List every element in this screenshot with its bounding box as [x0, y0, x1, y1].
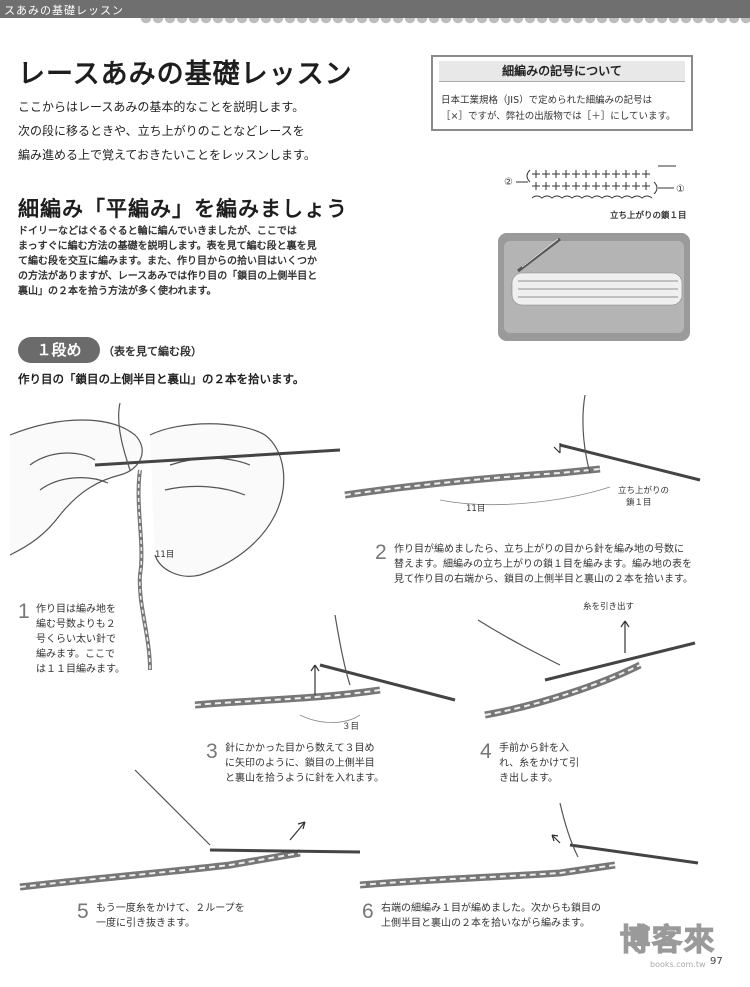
section-body: ドイリーなどはぐるぐると輪に編んでいきましたが、ここでは まっすぐに編む方法の基… [18, 224, 380, 299]
step-1-number: 1 [18, 600, 30, 623]
label-pull-yarn: 糸を引き出す [583, 601, 634, 612]
intro-line: 次の段に移るときや、立ち上がりのことなどレースを [18, 124, 305, 138]
step-line: 右端の細編み１目が編めました。次からも鎖目の [381, 903, 601, 914]
scallop-border [140, 18, 750, 26]
intro-text: ここからはレースあみの基本的なことを説明します。 次の段に移るときや、立ち上がり… [18, 95, 316, 167]
step-line: 作り目が編めましたら、立ち上がりの目から針を編み地の号数に [394, 544, 684, 555]
step-2-text: 作り目が編めましたら、立ち上がりの目から針を編み地の号数に 替えます。細編みの立… [394, 542, 693, 587]
note-heading: 細編みの記号について [439, 61, 685, 82]
running-header: スあみの基礎レッスン [0, 0, 750, 18]
step-line: れ、糸をかけて引 [499, 758, 580, 769]
step-4-number: 4 [480, 740, 492, 763]
step-6-text: 右端の細編み１目が編めました。次からも鎖目の 上側半目と裏山の２本を拾いながら編… [381, 901, 601, 931]
section-line: ドイリーなどはぐるぐると輪に編んでいきましたが、ここでは [18, 226, 297, 237]
step-1-text: 作り目は編み地を 編む号数よりも２ 号くらい太い針で 編みます。ここで は１１目… [36, 602, 125, 677]
running-header-title: スあみの基礎レッスン [4, 4, 124, 17]
step-5-number: 5 [77, 900, 89, 923]
step-3-number: 3 [206, 740, 218, 763]
stitch-symbol-chart: ② ① 立ち上がりの鎖１目 [504, 165, 687, 221]
step-line: に矢印のように、鎖目の上側半目 [225, 758, 375, 769]
step-line: 作り目は編み地を [36, 604, 116, 615]
intro-line: 編み進める上で覚えておきたいことをレッスンします。 [18, 148, 316, 162]
note-line: ［×］ですが、弊社の出版物では［＋］にしています。 [441, 111, 676, 122]
step-6-number: 6 [362, 900, 374, 923]
label-3-stitches: ３目 [342, 722, 359, 732]
step-line: は１１目編みます。 [36, 664, 125, 675]
step-5-text: もう一度糸をかけて、２ループを 一度に引き抜きます。 [96, 901, 245, 931]
label-11-stitches: 11目 [155, 550, 174, 560]
step-line: 編む号数よりも２ [36, 619, 116, 630]
label-rise-chain-1: 立ち上がりの [618, 485, 669, 496]
crochet-photo [498, 233, 690, 341]
step-4-text: 手前から針を入 れ、糸をかけて引 き出します。 [499, 741, 579, 786]
step-3-text: 針にかかった目から数えて３目め に矢印のように、鎖目の上側半目 と裏山を拾うよう… [225, 741, 384, 786]
section-heading: 細編み「平編み」を編みましょう [18, 197, 348, 221]
row-subtitle: （表を見て編む段） [103, 345, 202, 358]
step-line: 針にかかった目から数えて３目め [225, 743, 375, 754]
intro-line: ここからはレースあみの基本的なことを説明します。 [18, 100, 305, 114]
section-line: まっすぐに編む方法の基礎を説明します。表を見て編む段と裏を見 [18, 241, 317, 252]
page-title: レースあみの基礎レッスン [18, 59, 353, 90]
page-number: 97 [710, 956, 723, 967]
step-line: 手前から針を入 [499, 743, 569, 754]
row-badge: １段め [18, 337, 100, 363]
symbol-label-1: ① [676, 184, 685, 195]
step-2-number: 2 [375, 541, 387, 564]
step-line: 替えます。細編みの立ち上がりの鎖１目を編みます。編み地の表を [394, 559, 692, 570]
step-line: 一度に引き抜きます。 [96, 918, 195, 929]
label-11-stitches-2: 11目 [466, 504, 485, 514]
label-rise-chain-2: 鎖１目 [626, 497, 652, 508]
section-line: て編む段を交互に編みます。また、作り目からの拾い目はいくつか [18, 256, 317, 267]
step-illustrations: 11目 11目 立ち上がりの 鎖１目 ３目 糸を引き出す [9, 395, 701, 891]
watermark-url: books.com.tw [650, 960, 706, 969]
step-line: き出します。 [499, 773, 558, 784]
note-box: 細編みの記号について 日本工業規格（JIS）で定められた細編みの記号は ［×］で… [431, 55, 693, 131]
step-line: 号くらい太い針で [36, 634, 116, 645]
symbol-caption: 立ち上がりの鎖１目 [610, 210, 687, 221]
step-line: もう一度糸をかけて、２ループを [96, 903, 245, 914]
watermark-panel [610, 873, 740, 968]
row-lead-text: 作り目の「鎖目の上側半目と裏山」の２本を拾います。 [18, 372, 305, 386]
step-line: 編みます。ここで [36, 649, 115, 660]
symbol-label-2: ② [504, 177, 513, 188]
note-body: 日本工業規格（JIS）で定められた細編みの記号は ［×］ですが、弊社の出版物では… [441, 93, 685, 125]
watermark-logo: 博客來 [619, 922, 716, 958]
step-line: 上側半目と裏山の２本を拾いながら編みます。 [381, 918, 590, 929]
section-line: 裏山」の２本を拾う方法が多く使われます。 [18, 286, 217, 297]
note-line: 日本工業規格（JIS）で定められた細編みの記号は [441, 95, 653, 106]
step-line: と裏山を拾うように針を入れます。 [225, 773, 384, 784]
step-line: 見て作り目の右端から、鎖目の上側半目と裏山の２本を拾います。 [394, 574, 693, 585]
section-line: の方法がありますが、レースあみでは作り目の「鎖目の上側半目と [18, 271, 318, 282]
